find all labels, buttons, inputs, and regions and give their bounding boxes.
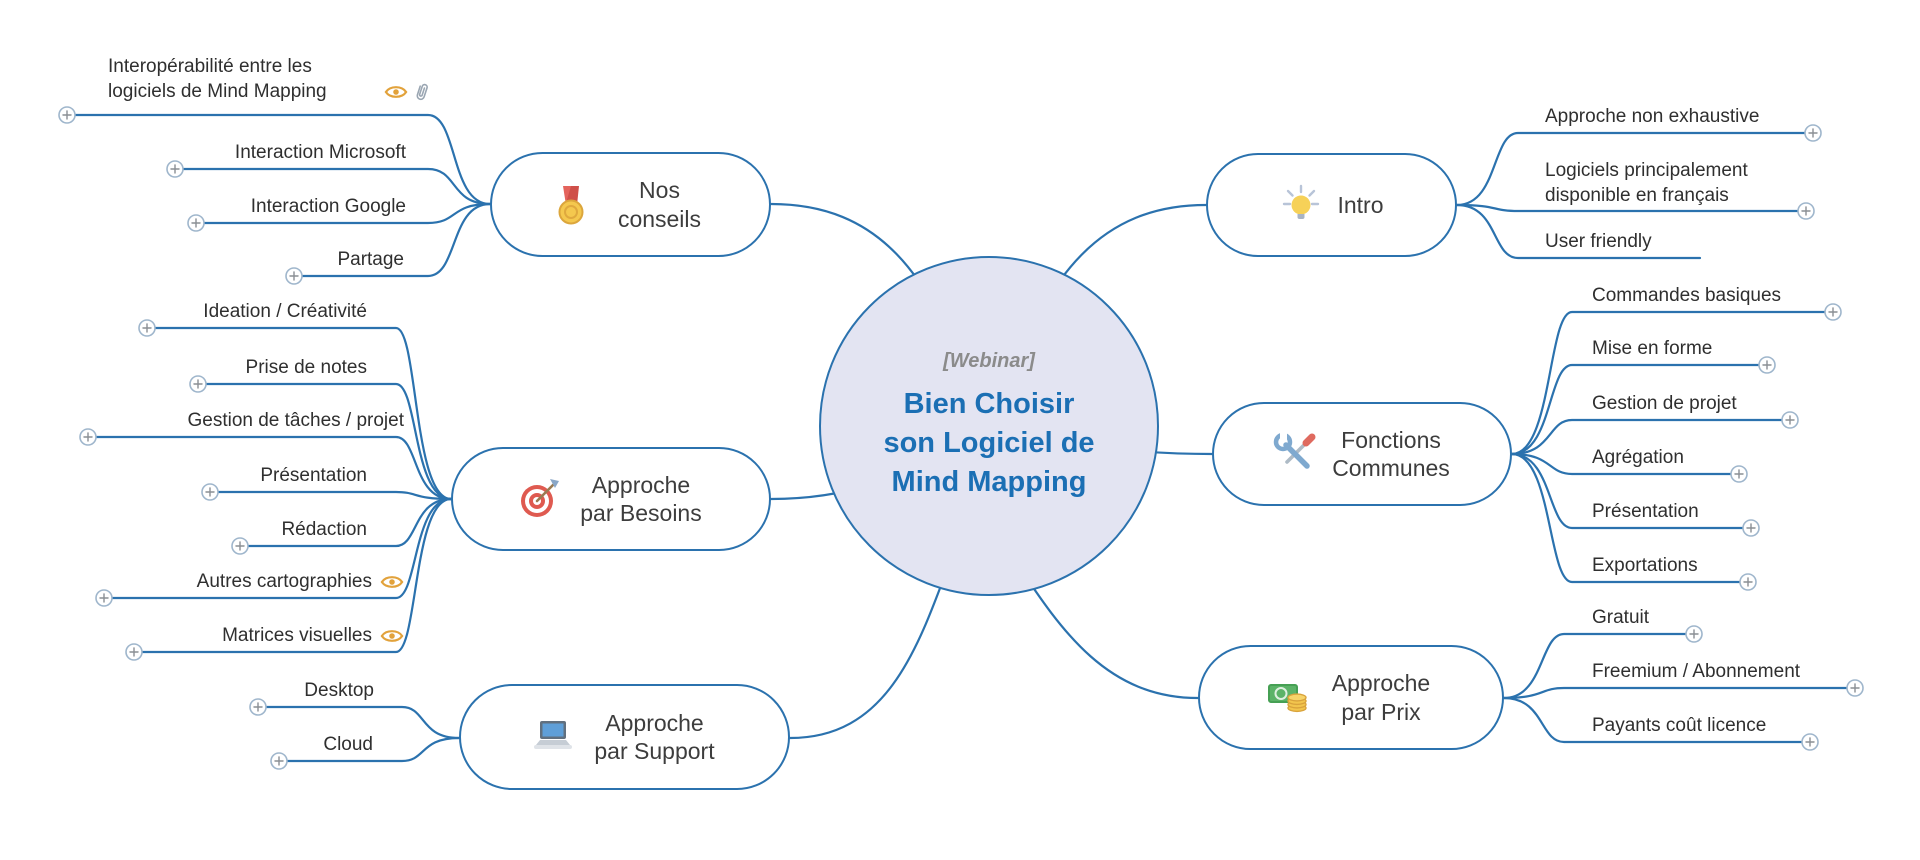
expand-toggle[interactable]	[1758, 356, 1776, 374]
eye-icon	[380, 629, 404, 642]
target-icon	[516, 476, 562, 522]
topic-label: Approche par Besoins	[580, 471, 702, 526]
subtopic-interaction-google[interactable]: Interaction Google	[250, 196, 406, 217]
lightbulb-icon	[1279, 183, 1323, 227]
subtopic-presentation-besoins[interactable]: Présentation	[260, 465, 367, 486]
expand-toggle[interactable]	[166, 160, 184, 178]
central-topic[interactable]: [Webinar] Bien Choisir son Logiciel de M…	[819, 256, 1159, 596]
expand-toggle[interactable]	[1730, 465, 1748, 483]
laptop-icon	[530, 714, 576, 760]
eye-icon	[380, 575, 404, 588]
subtopic-interaction-microsoft[interactable]: Interaction Microsoft	[234, 142, 406, 163]
subtopic-exportations[interactable]: Exportations	[1592, 555, 1698, 576]
expand-toggle[interactable]	[189, 375, 207, 393]
expand-toggle[interactable]	[1846, 679, 1864, 697]
subtopic-cloud[interactable]: Cloud	[323, 734, 373, 755]
topic-approche-besoins[interactable]: Approche par Besoins	[451, 447, 771, 551]
subtopic-payants[interactable]: Payants coût licence	[1592, 715, 1767, 736]
subtopic-user-friendly[interactable]: User friendly	[1545, 231, 1652, 252]
subtopic-logiciels-francais[interactable]: Logiciels principalement disponible en f…	[1545, 160, 1748, 206]
expand-toggle[interactable]	[231, 537, 249, 555]
subtopic-non-exhaustive[interactable]: Approche non exhaustive	[1545, 106, 1760, 127]
expand-toggle[interactable]	[270, 752, 288, 770]
expand-toggle[interactable]	[187, 214, 205, 232]
expand-toggle[interactable]	[1824, 303, 1842, 321]
branch-lines	[65, 113, 1857, 763]
topic-nos-conseils[interactable]: Nos conseils	[490, 152, 771, 257]
subtopic-label: Autres cartographies	[196, 571, 372, 592]
expand-toggle[interactable]	[1801, 733, 1819, 751]
topic-label: Intro	[1337, 191, 1384, 218]
subtopic-mise-en-forme[interactable]: Mise en forme	[1592, 338, 1713, 359]
subtopic-label: Matrices visuelles	[222, 625, 372, 646]
topic-intro[interactable]: Intro	[1206, 153, 1457, 257]
expand-toggle[interactable]	[1685, 625, 1703, 643]
expand-toggle[interactable]	[79, 428, 97, 446]
subtopic-desktop[interactable]: Desktop	[304, 680, 374, 701]
expand-toggle[interactable]	[1804, 124, 1822, 142]
central-title: Bien Choisir son Logiciel de Mind Mappin…	[883, 385, 1094, 502]
subtopic-gestion-taches[interactable]: Gestion de tâches / projet	[187, 410, 404, 431]
central-title-line: Bien Choisir	[903, 387, 1075, 420]
expand-toggle[interactable]	[1781, 411, 1799, 429]
subtopic-presentation-fonctions[interactable]: Présentation	[1592, 501, 1699, 522]
expand-toggle[interactable]	[1742, 519, 1760, 537]
central-title-line: son Logiciel de	[883, 426, 1095, 459]
topic-approche-prix[interactable]: Approche par Prix	[1198, 645, 1504, 750]
subtopic-matrices-visuelles[interactable]: Matrices visuelles	[222, 623, 404, 648]
subtopic-ideation[interactable]: Ideation / Créativité	[203, 301, 367, 322]
subtopic-gratuit[interactable]: Gratuit	[1592, 607, 1650, 628]
topic-approche-support[interactable]: Approche par Support	[459, 684, 790, 790]
paperclip-icon	[416, 83, 428, 101]
subtopic-autres-cartographies[interactable]: Autres cartographies	[197, 569, 404, 594]
subtopic-label: Interopérabilité entre les logiciels de …	[108, 56, 327, 102]
expand-toggle[interactable]	[58, 106, 76, 124]
subtopic-gestion-de-projet[interactable]: Gestion de projet	[1592, 393, 1737, 414]
expand-toggle[interactable]	[1797, 202, 1815, 220]
topic-label: Approche par Prix	[1331, 670, 1431, 725]
expand-toggle[interactable]	[1739, 573, 1757, 591]
topic-label: Approche par Support	[594, 709, 715, 764]
eye-icon	[384, 86, 408, 98]
expand-toggle[interactable]	[138, 319, 156, 337]
subtopic-partage[interactable]: Partage	[337, 249, 404, 270]
topic-label: Nos conseils	[617, 177, 702, 232]
subtopic-markers	[384, 82, 430, 102]
subtopic-commandes-basiques[interactable]: Commandes basiques	[1592, 285, 1782, 306]
expand-toggle[interactable]	[285, 267, 303, 285]
topic-fonctions-communes[interactable]: Fonctions Communes	[1212, 402, 1512, 506]
topic-label: Fonctions Communes	[1332, 426, 1450, 481]
webinar-badge: [Webinar]	[943, 349, 1035, 372]
subtopic-redaction[interactable]: Rédaction	[281, 519, 367, 540]
expand-toggles	[58, 106, 1864, 770]
expand-toggle[interactable]	[125, 643, 143, 661]
subtopic-agregation[interactable]: Agrégation	[1592, 447, 1684, 468]
medal-icon	[549, 183, 593, 227]
money-icon	[1266, 675, 1312, 721]
central-title-line: Mind Mapping	[891, 466, 1087, 499]
subtopic-interoperabilite[interactable]: Interopérabilité entre les logiciels de …	[108, 54, 428, 104]
expand-toggle[interactable]	[95, 589, 113, 607]
subtopic-prise-de-notes[interactable]: Prise de notes	[245, 357, 367, 378]
subtopic-freemium[interactable]: Freemium / Abonnement	[1592, 661, 1801, 682]
expand-toggle[interactable]	[249, 698, 267, 716]
expand-toggle[interactable]	[201, 483, 219, 501]
tools-icon	[1273, 432, 1317, 476]
